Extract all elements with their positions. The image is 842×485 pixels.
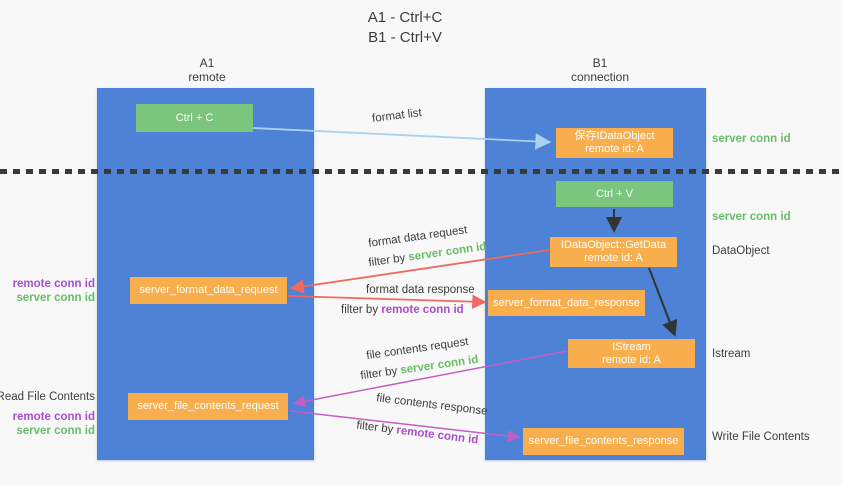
node-istream-line2: remote id: A: [602, 353, 661, 366]
node-save-idataobject: 保存IDataObject remote id: A: [556, 128, 673, 158]
format-data-response-arrow: [287, 294, 487, 309]
label-istream: Istream: [712, 348, 751, 360]
node-server-format-data-response: server_format_data_response: [488, 290, 645, 316]
label-format-list: format list: [371, 107, 423, 125]
label-server-conn-id-left-top: server conn id: [16, 292, 95, 304]
node-ctrl-v-label: Ctrl + V: [596, 187, 633, 200]
node-ctrl-c: Ctrl + C: [136, 104, 253, 132]
label-server-conn-id-left-bottom: server conn id: [16, 425, 95, 437]
node-ctrl-v: Ctrl + V: [556, 181, 673, 207]
diagram-title: A1 - Ctrl+C B1 - Ctrl+V: [305, 8, 505, 48]
server-conn-id-text: server conn id: [399, 353, 480, 377]
node-server-file-contents-response: server_file_contents_response: [523, 428, 684, 455]
filter-by-text: filter by: [359, 364, 402, 383]
node-ctrl-c-label: Ctrl + C: [175, 111, 214, 124]
label-server-conn-id-right-mid: server conn id: [712, 211, 791, 223]
label-remote-conn-id-left-bottom: remote conn id: [12, 411, 95, 423]
label-remote-conn-id-left-top: remote conn id: [12, 278, 95, 290]
server-conn-id-text: server conn id: [407, 240, 488, 264]
lane-header-a1: A1 remote: [157, 56, 257, 84]
lane-a1-subtitle: remote: [188, 70, 226, 84]
label-read-file-contents: Read File Contents: [0, 391, 95, 403]
filter-by-text: filter by: [367, 251, 410, 270]
node-server-format-data-request: server_format_data_request: [130, 277, 287, 304]
node-save-idataobject-line1: 保存IDataObject: [574, 130, 655, 142]
node-save-idataobject-line2: remote id: A: [585, 143, 644, 155]
lane-b1-subtitle: connection: [570, 70, 630, 84]
node-server-file-contents-request: server_file_contents_request: [128, 393, 288, 420]
title-line-ctrl-c: A1 - Ctrl+C: [367, 9, 443, 26]
label-format-data-response: format data response: [366, 284, 475, 296]
dashed-divider: [0, 169, 842, 174]
label-filter-by-remote-2: filter by remote conn id: [356, 420, 479, 447]
title-line-ctrl-v: B1 - Ctrl+V: [368, 29, 442, 46]
remote-conn-id-text: remote conn id: [381, 304, 464, 316]
node-getdata-line1: IDataObject::GetData: [560, 239, 667, 251]
remote-conn-id-text: remote conn id: [395, 424, 479, 447]
filter-by-text: filter by: [341, 304, 382, 316]
node-getdata-line2: remote id: A: [584, 252, 643, 264]
filter-by-text: filter by: [355, 419, 398, 437]
node-format-response-label: server_format_data_response: [493, 296, 640, 309]
node-format-request-label: server_format_data_request: [139, 284, 278, 296]
label-server-conn-id-right-top: server conn id: [712, 133, 791, 145]
label-write-file-contents: Write File Contents: [712, 431, 810, 443]
label-dataobject: DataObject: [712, 245, 770, 257]
node-idataobject-getdata: IDataObject::GetData remote id: A: [550, 237, 677, 267]
node-istream-line1: IStream: [612, 340, 651, 353]
node-istream: IStream remote id: A: [568, 339, 695, 368]
label-file-contents-response: file contents response: [375, 392, 489, 418]
node-file-response-label: server_file_contents_response: [528, 435, 679, 447]
lane-b1-name: B1: [592, 56, 608, 70]
lane-a1-name: A1: [199, 56, 215, 70]
label-filter-by-remote-1: filter by remote conn id: [341, 304, 464, 316]
node-file-request-label: server_file_contents_request: [137, 400, 279, 412]
lane-header-b1: B1 connection: [550, 56, 650, 84]
